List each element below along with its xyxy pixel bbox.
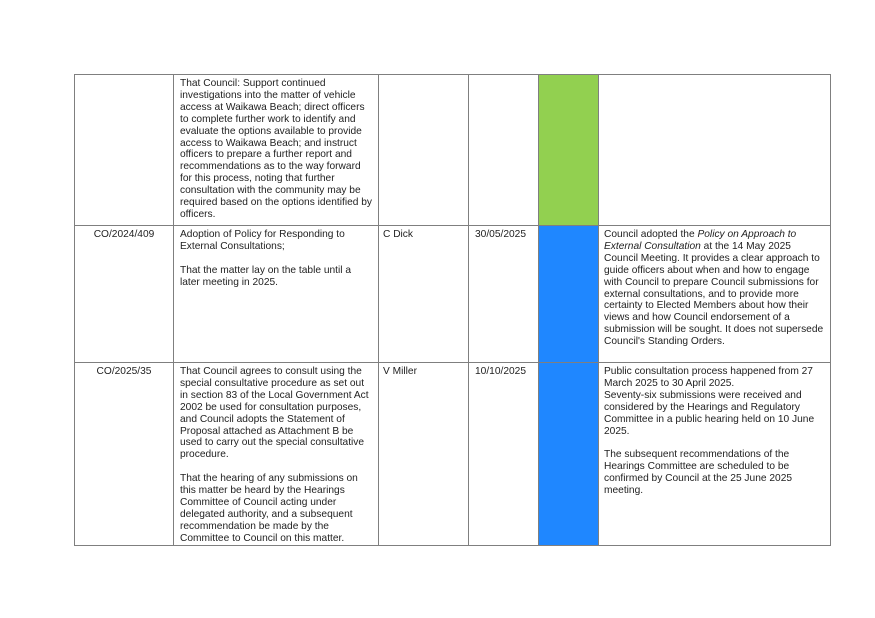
due-date-cell: 30/05/2025 (468, 225, 539, 363)
resolution-text: That the matter lay on the table until a… (180, 264, 352, 288)
resolution-text: That Council agrees to consult using the… (180, 366, 369, 461)
officer-cell: V Miller (378, 362, 469, 546)
update-text: Public consultation process happened fro… (604, 366, 813, 389)
officer-cell (378, 74, 469, 226)
table-row: CO/2024/409 Adoption of Policy for Respo… (74, 225, 831, 363)
ref-cell (74, 74, 174, 226)
table-row: CO/2025/35 That Council agrees to consul… (74, 362, 831, 546)
resolution-cell: That Council agrees to consult using the… (173, 362, 379, 546)
resolution-cell: That Council: Support continued investig… (173, 74, 379, 226)
update-text: The subsequent recommendations of the He… (604, 449, 793, 497)
due-date-cell: 10/10/2025 (468, 362, 539, 546)
policy-title: Policy on Approach to External Consultat… (604, 229, 797, 252)
status-indicator-blue (538, 362, 599, 546)
resolution-cell: Adoption of Policy for Responding to Ext… (173, 225, 379, 363)
resolution-text: Adoption of Policy for Responding to Ext… (180, 229, 345, 252)
officer-cell: C Dick (378, 225, 469, 363)
ref-cell: CO/2024/409 (74, 225, 174, 363)
due-date-cell (468, 74, 539, 226)
update-text: Council adopted the Policy on Approach t… (604, 229, 824, 348)
resolution-text: That Council: Support continued investig… (180, 78, 373, 220)
update-cell: Council adopted the Policy on Approach t… (598, 225, 831, 363)
table-row: That Council: Support continued investig… (74, 74, 831, 226)
ref-cell: CO/2025/35 (74, 362, 174, 546)
update-text-post: at the 14 May 2025 Council Meeting. It p… (604, 240, 824, 348)
resolution-text: That the hearing of any submissions on t… (180, 473, 358, 544)
update-cell (598, 74, 831, 226)
status-indicator-blue (538, 225, 599, 363)
status-indicator-green (538, 74, 599, 226)
update-cell: Public consultation process happened fro… (598, 362, 831, 546)
action-table: That Council: Support continued investig… (74, 74, 831, 546)
update-text: Seventy-six submissions were received an… (604, 389, 815, 437)
update-text-pre: Council adopted the (604, 229, 698, 240)
